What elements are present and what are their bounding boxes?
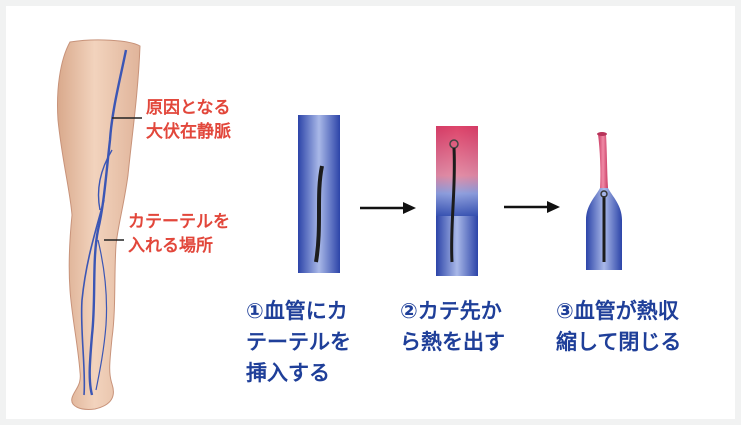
vein-main bbox=[88, 49, 128, 396]
heat-zone-step-2 bbox=[436, 126, 478, 216]
vein-branch bbox=[95, 239, 108, 391]
varicose-vein-label: 原因となる 大伏在静脈 bbox=[146, 98, 231, 142]
vein-branch bbox=[97, 149, 113, 211]
insertion-site-label: カテーテルを 入れる場所 bbox=[128, 212, 230, 256]
shrunk-vessel-step-3 bbox=[598, 134, 608, 188]
catheter-step-2 bbox=[450, 147, 456, 263]
step-3-caption: ③血管が熱収 縮して閉じる bbox=[556, 299, 682, 354]
vein-branch bbox=[80, 199, 105, 396]
arrow-2-head bbox=[547, 201, 560, 213]
step-2-caption: ②カテ先か ら熱を出す bbox=[400, 299, 505, 354]
arrow-1-head bbox=[403, 202, 416, 214]
shrunk-vessel-top bbox=[597, 132, 607, 136]
step-1-caption: ①血管にカ テーテルを 挿入する bbox=[246, 299, 351, 385]
catheter-tip-step-3 bbox=[600, 190, 608, 198]
catheter-step-1 bbox=[314, 165, 324, 263]
